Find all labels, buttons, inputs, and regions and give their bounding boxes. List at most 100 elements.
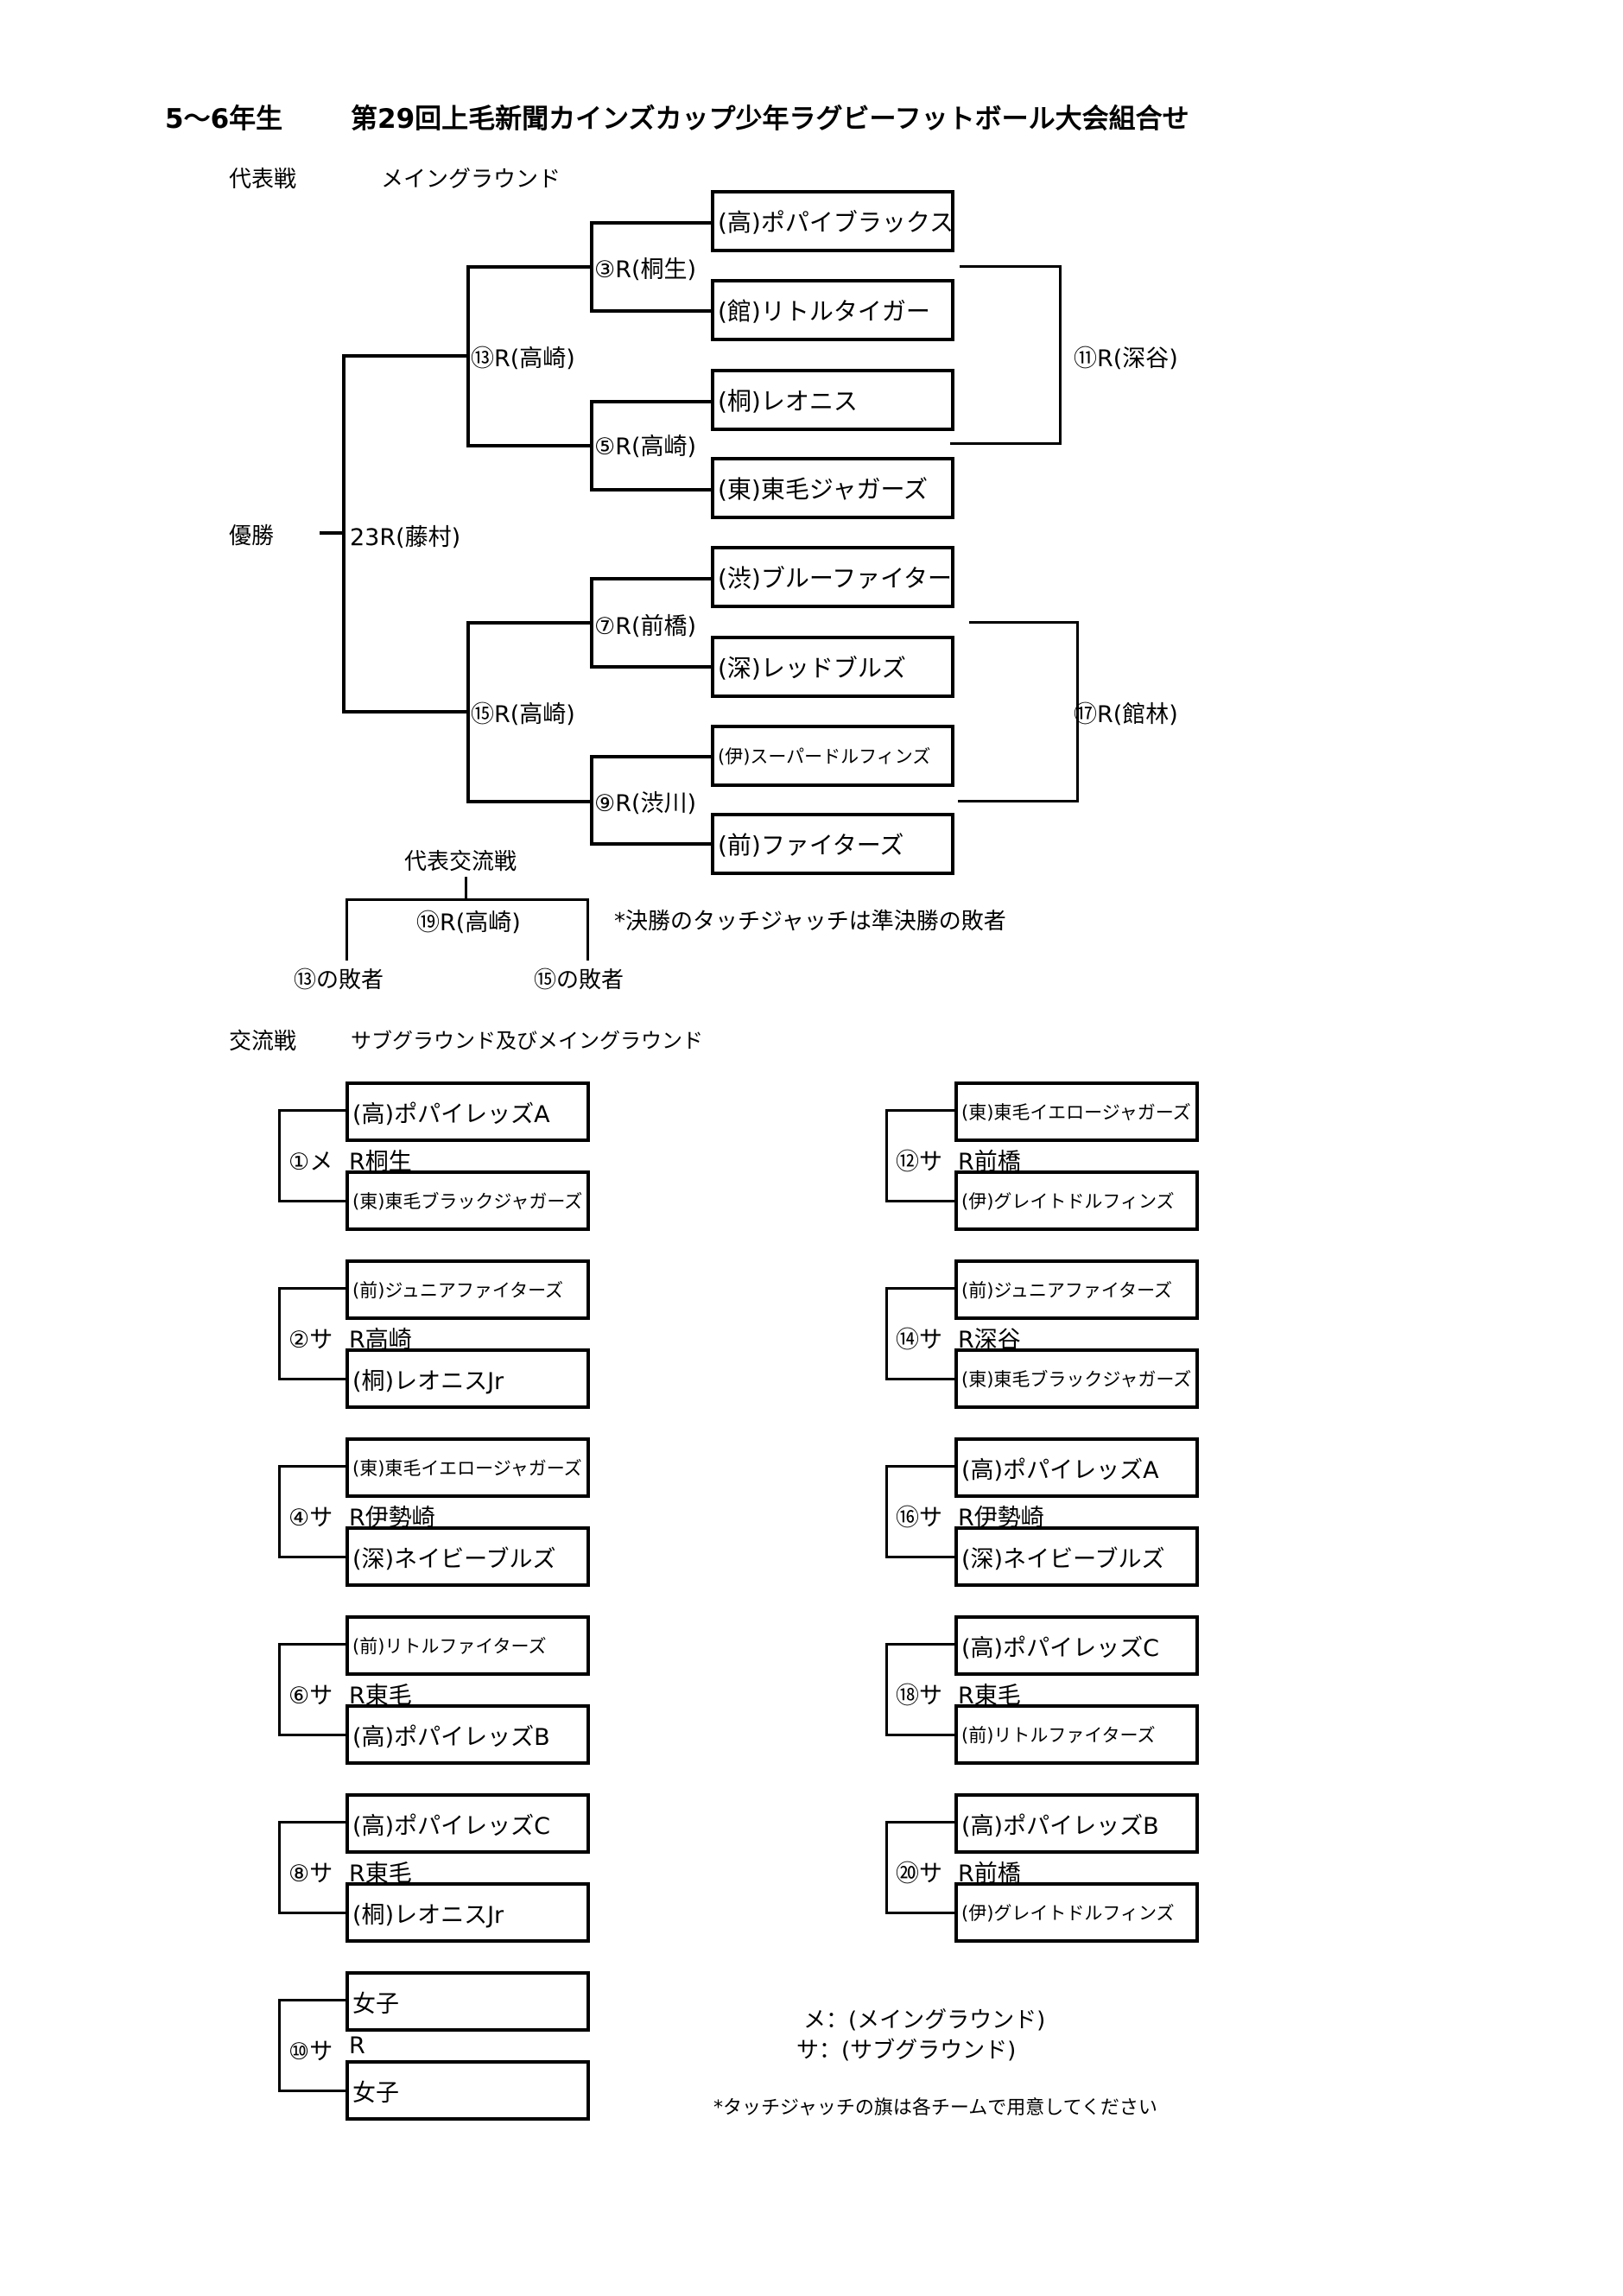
match-label: ⑦R(前橋) (594, 613, 697, 640)
team-box: (深)ネイビーブルズ (346, 1526, 590, 1587)
team-box: 女子 (346, 1971, 590, 2032)
team-box: (東)東毛イエロージャガーズ (346, 1437, 590, 1498)
rep-section-label: 代表戦 (229, 167, 297, 193)
legend-sub: サ：(サブグラウンド) (796, 2038, 1017, 2064)
bracket-line (885, 1287, 954, 1290)
referee-label: R高崎 (349, 1327, 412, 1354)
referee-label: R東毛 (958, 1683, 1021, 1709)
bracket-line (885, 1912, 954, 1914)
match-number: ⑭サ (896, 1327, 942, 1354)
bracket-line (885, 1287, 888, 1380)
exchange-section-label: 交流戦 (229, 1029, 297, 1055)
loser-label: ⑬の敗者 (294, 967, 384, 993)
match-label: ⑬R(高崎) (471, 346, 575, 372)
bracket-line (278, 1378, 346, 1380)
bracket-line (278, 1734, 346, 1736)
team-box: (伊)グレイトドルフィンズ (954, 1170, 1199, 1231)
bracket-line (958, 800, 1079, 802)
team-box: (東)東毛ジャガーズ (711, 457, 954, 519)
match-number: ⑧サ (288, 1861, 333, 1887)
page-title: 第29回上毛新聞カインズカップ少年ラグビーフットボール大会組合せ (351, 104, 1189, 135)
bracket-line (346, 898, 348, 961)
bracket-line (278, 1465, 346, 1468)
match-number: ①メ (288, 1149, 333, 1176)
bracket-line (885, 1465, 954, 1468)
bracket-line (278, 1912, 346, 1914)
team-box: (東)東毛ブラックジャガーズ (954, 1348, 1199, 1409)
referee-label: R桐生 (349, 1149, 412, 1176)
match-label: ⑨R(渋川) (594, 790, 697, 817)
team-box: (高)ポパイレッズC (954, 1615, 1199, 1676)
team-box: (桐)レオニスJr (346, 1882, 590, 1943)
team-box: (館)リトルタイガー (711, 279, 954, 341)
bracket-line (466, 265, 590, 269)
team-box: (高)ポパイレッズC (346, 1793, 590, 1854)
bracket-line (278, 1556, 346, 1558)
bracket-line (590, 577, 711, 580)
bracket-line (465, 877, 467, 900)
match-number: ⑯サ (896, 1505, 942, 1532)
rep-ground-label: メイングラウンド (381, 167, 561, 193)
team-box: (伊)グレイトドルフィンズ (954, 1882, 1199, 1943)
bracket-line (885, 1109, 888, 1202)
bracket-line (342, 354, 346, 714)
bracket-line (278, 1821, 346, 1823)
team-box: (深)ネイビーブルズ (954, 1526, 1199, 1587)
bracket-line (885, 1556, 954, 1558)
bracket-line (885, 1465, 888, 1558)
bracket-line (960, 265, 1062, 268)
bracket-line (969, 621, 1079, 624)
team-box: (前)ファイターズ (711, 813, 954, 875)
bracket-line (950, 442, 1062, 445)
referee-label: R東毛 (349, 1683, 412, 1709)
match-number: ⑫サ (896, 1149, 942, 1176)
bracket-line (590, 755, 711, 758)
bracket-line (885, 1643, 954, 1646)
bracket-line (885, 1734, 954, 1736)
referee-label: R伊勢崎 (958, 1505, 1044, 1532)
champion-label: 優勝 (229, 523, 275, 549)
bracket-line (885, 1200, 954, 1202)
bracket-line (586, 898, 589, 961)
bracket-line (466, 265, 470, 446)
legend-note: *タッチジャッチの旗は各チームで用意してください (713, 2097, 1157, 2119)
bracket-line (278, 1643, 346, 1646)
referee-label: R (349, 2033, 365, 2059)
bracket-line (278, 1643, 281, 1736)
bracket-line (590, 400, 593, 490)
bracket-line (1076, 621, 1079, 802)
match-label: ⑰R(館林) (1074, 701, 1178, 728)
match-number: ④サ (288, 1505, 333, 1532)
team-box: (前)ジュニアファイターズ (954, 1259, 1199, 1320)
exchange-ground-label: サブグラウンド及びメイングラウンド (351, 1029, 703, 1053)
team-box: (前)リトルファイターズ (954, 1704, 1199, 1765)
bracket-line (466, 621, 590, 625)
team-box: (高)ポパイレッズA (346, 1081, 590, 1142)
match-label: ⑤R(高崎) (594, 434, 697, 460)
bracket-line (885, 1821, 954, 1823)
bracket-line (466, 800, 590, 803)
grade-label: 5〜6年生 (165, 104, 283, 135)
bracket-line (590, 221, 593, 311)
bracket-line (590, 400, 711, 403)
bracket-line (1059, 265, 1062, 445)
bracket-line (278, 2090, 346, 2092)
referee-label: R東毛 (349, 1861, 412, 1887)
match-number: ⑳サ (896, 1861, 942, 1887)
bracket-line (278, 1999, 281, 2092)
team-box: (渋)ブルーファイターズ (711, 546, 954, 608)
referee-label: R深谷 (958, 1327, 1021, 1354)
bracket-line (278, 1109, 346, 1112)
bracket-line (885, 1643, 888, 1736)
bracket-line (278, 1287, 346, 1290)
team-box: (前)リトルファイターズ (346, 1615, 590, 1676)
match-label: ③R(桐生) (594, 257, 697, 283)
legend-main: メ：(メイングラウンド) (803, 2007, 1046, 2033)
bracket-line (278, 1109, 281, 1202)
match-number: ⑱サ (896, 1683, 942, 1709)
match-number: ②サ (288, 1327, 333, 1354)
bracket-line (590, 755, 593, 845)
bracket-line (885, 1109, 954, 1112)
bracket-line (342, 710, 466, 714)
bracket-line (590, 665, 711, 669)
